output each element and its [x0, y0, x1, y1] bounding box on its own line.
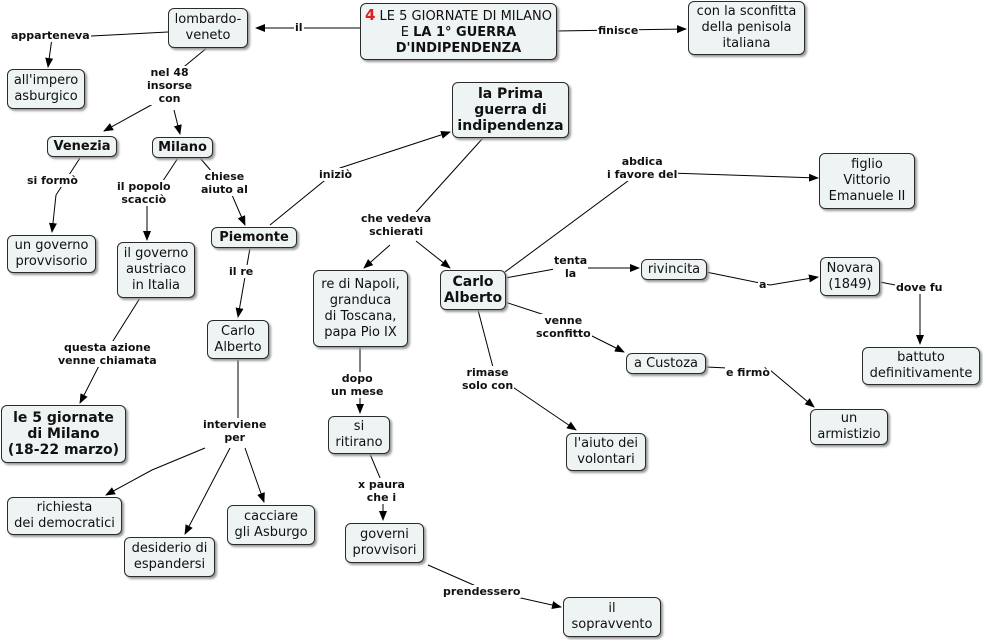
edge-label-interviene: interviene per	[202, 418, 268, 444]
node-governo-provvisorio[interactable]: un governo provvisorio	[7, 235, 96, 273]
node-prima-guerra[interactable]: la Prima guerra di indipendenza	[452, 82, 569, 138]
node-richiesta-democratici[interactable]: richiesta dei democratici	[7, 497, 122, 535]
edge-label-chiese: chiese aiuto al	[200, 170, 249, 196]
node-governi-provvisori[interactable]: governi provvisori	[345, 523, 424, 563]
node-milano[interactable]: Milano	[152, 137, 213, 158]
node-5-giornate[interactable]: le 5 giornate di Milano (18-22 marzo)	[1, 405, 126, 463]
edge-label-vedeva: che vedeva schierati	[360, 212, 433, 238]
edge-label-abdica: abdica i favore del	[606, 155, 679, 181]
node-si-ritirano[interactable]: si ritirano	[328, 416, 390, 454]
node-figlio-vittorio[interactable]: figlio Vittorio Emanuele II	[819, 153, 915, 209]
node-desiderio-espandersi[interactable]: desiderio di espandersi	[124, 537, 215, 577]
node-cacciare-asburgo[interactable]: cacciare gli Asburgo	[227, 505, 315, 545]
edge-label-x-paura: x paura che i	[357, 478, 406, 504]
node-venezia[interactable]: Venezia	[47, 136, 117, 157]
node-custoza[interactable]: a Custoza	[626, 353, 706, 374]
edge-label-si-formo: si formò	[26, 174, 79, 187]
title-node[interactable]: 4 LE 5 GIORNATE DI MILANO E LA 1° GUERRA…	[360, 3, 557, 60]
edge-label-il-re: il re	[228, 265, 255, 278]
edge-label-tenta: tenta la	[553, 254, 589, 280]
node-carlo-alberto-re[interactable]: Carlo Alberto	[207, 320, 269, 359]
edge-label-apparteneva: apparteneva	[10, 29, 91, 42]
node-armistizio[interactable]: un armistizio	[810, 409, 888, 445]
edge-label-prendessero: prendessero	[442, 585, 522, 598]
edge-label-inizio: iniziò	[318, 168, 354, 181]
node-sopravvento[interactable]: il sopravvento	[563, 597, 661, 637]
node-impero-asburgico[interactable]: all'impero asburgico	[7, 69, 85, 109]
node-aiuto-volontari[interactable]: l'aiuto dei volontari	[566, 433, 646, 471]
title-bold-text: LA 1° GUERRA D'INDIPENDENZA	[395, 24, 522, 56]
edge-label-dopo: dopo un mese	[330, 372, 385, 398]
edge-label-venne-sconfitto: venne sconfitto	[535, 314, 592, 340]
edge-label-popolo: il popolo scacciò	[116, 180, 172, 206]
title-number: 4	[364, 5, 376, 24]
node-novara[interactable]: Novara (1849)	[820, 257, 880, 296]
title-text: LE 5 GIORNATE DI MILANO E	[375, 8, 553, 40]
edge-label-dove-fu: dove fu	[895, 281, 944, 294]
edge-label-rimase: rimase solo con	[461, 366, 515, 392]
edge-label-nel-48: nel 48 insorse con	[146, 66, 194, 105]
node-battuto[interactable]: battuto definitivamente	[862, 347, 980, 385]
node-rivincita[interactable]: rivincita	[641, 259, 707, 280]
edge-label-e-firmo: e firmò	[725, 366, 771, 379]
edge-label-finisce: finisce	[597, 24, 640, 37]
edge-label-questa-azione: questa azione venne chiamata	[57, 341, 158, 367]
node-piemonte[interactable]: Piemonte	[211, 227, 297, 248]
edge-label-il: il	[294, 21, 304, 34]
node-lombardo-veneto[interactable]: lombardo- veneto	[168, 8, 248, 48]
edge-label-a: a	[758, 278, 768, 291]
node-re-napoli[interactable]: re di Napoli, granduca di Toscana, papa …	[313, 270, 408, 347]
node-governo-austriaco[interactable]: il governo austriaco in Italia	[117, 242, 195, 298]
node-carlo-alberto[interactable]: Carlo Alberto	[440, 270, 506, 310]
node-sconfitta[interactable]: con la sconfitta della penisola italiana	[688, 1, 805, 55]
